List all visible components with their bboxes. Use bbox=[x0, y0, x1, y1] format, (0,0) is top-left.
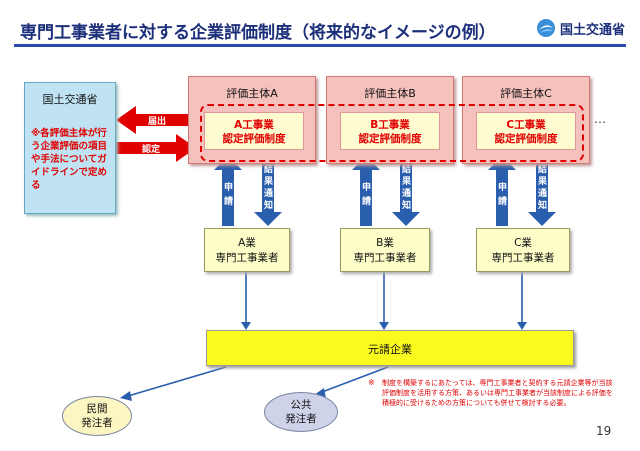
prime-to-private-line bbox=[127, 366, 227, 397]
cert-system-a: A工事業 認定評価制度 bbox=[204, 112, 304, 150]
notify-label: 届出 bbox=[148, 115, 166, 127]
firm-b-text: B業 専門工事業者 bbox=[341, 236, 429, 266]
public-client-line1: 公共 bbox=[290, 399, 312, 411]
result-label-b-4: 知 bbox=[401, 199, 411, 211]
prime-to-private-arrowhead bbox=[120, 391, 132, 401]
apply-arrow-a bbox=[214, 156, 242, 226]
result-label-b-1: 結 bbox=[402, 163, 411, 175]
public-client-text: 公共 発注者 bbox=[265, 398, 337, 426]
result-label-a-2: 果 bbox=[263, 176, 274, 187]
mlit-guideline-note: ※各評価主体が行う企業評価の項目や手法についてガイドラインで定める bbox=[31, 128, 108, 191]
notify-arrow bbox=[116, 106, 196, 134]
firm-c-text: C業 専門工事業者 bbox=[477, 236, 569, 266]
apply-arrow-b bbox=[352, 156, 380, 226]
mlit-logo-icon bbox=[537, 19, 555, 37]
mlit-name: 国土交通省 bbox=[42, 93, 98, 106]
cert-systems-dashed-frame bbox=[200, 104, 584, 162]
cert-system-c-text: C工事業 認定評価制度 bbox=[477, 118, 575, 146]
cert-c-line2: 認定評価制度 bbox=[494, 133, 558, 145]
evaluator-a-title: 評価主体A bbox=[226, 87, 278, 100]
page-number: 19 bbox=[596, 424, 612, 438]
result-label-a-3: 通 bbox=[264, 187, 273, 199]
more-evaluators-ellipsis: … bbox=[594, 112, 608, 126]
apply-label-b-2: 請 bbox=[362, 195, 371, 207]
approve-label: 認定 bbox=[142, 143, 161, 155]
mlit-box: 国土交通省 ※各評価主体が行う企業評価の項目や手法についてガイドラインで定める bbox=[24, 82, 116, 214]
public-client-ellipse: 公共 発注者 bbox=[264, 392, 338, 432]
evaluator-b-title: 評価主体B bbox=[364, 87, 416, 100]
firm-b-line2: 専門工事業者 bbox=[353, 252, 417, 264]
apply-label-c-2: 請 bbox=[498, 195, 507, 207]
private-client-line1: 民間 bbox=[86, 403, 108, 415]
firm-a-arrowhead bbox=[241, 322, 251, 330]
apply-label-c-1: 申 bbox=[498, 181, 507, 193]
prime-to-public-line bbox=[321, 366, 389, 393]
firm-b-line1: B業 bbox=[376, 237, 394, 249]
apply-label-b-1: 申 bbox=[362, 181, 371, 193]
firm-a-line1: A業 bbox=[238, 237, 256, 249]
result-label-a-4: 知 bbox=[263, 199, 273, 211]
firm-a-text: A業 専門工事業者 bbox=[205, 236, 289, 266]
page-title: 専門工事業者に対する企業評価制度（将来的なイメージの例） bbox=[20, 23, 496, 43]
firm-c-arrowhead bbox=[517, 322, 527, 330]
cert-b-line2: 認定評価制度 bbox=[358, 133, 422, 145]
result-label-c-3: 通 bbox=[538, 187, 547, 199]
mlit-logo: 国土交通省 bbox=[536, 16, 636, 40]
cert-system-b: B工事業 認定評価制度 bbox=[340, 112, 440, 150]
result-label-c-2: 果 bbox=[537, 176, 548, 187]
prime-contractor-box: 元請企業 bbox=[206, 330, 574, 366]
cert-system-b-text: B工事業 認定評価制度 bbox=[341, 118, 439, 146]
evaluator-c-title: 評価主体C bbox=[500, 87, 552, 100]
cert-c-line1: C工事業 bbox=[506, 119, 546, 131]
result-arrow-b bbox=[392, 160, 420, 226]
footnote-mark: ※ bbox=[368, 378, 375, 387]
result-label-a-1: 結 bbox=[264, 163, 273, 175]
firm-b-arrowhead bbox=[379, 322, 389, 330]
apply-arrow-c bbox=[488, 156, 516, 226]
firm-a-line2: 専門工事業者 bbox=[215, 252, 279, 264]
title-underline bbox=[14, 44, 626, 47]
firm-b-box: B業 専門工事業者 bbox=[340, 228, 430, 272]
apply-label-a-2: 請 bbox=[224, 195, 233, 207]
footnote-text: 制度を構築するにあたっては、専門工事業者と契約する元請企業等が当該評価制度を活用… bbox=[382, 379, 613, 407]
private-client-text: 民間 発注者 bbox=[63, 402, 131, 430]
prime-contractor-label: 元請企業 bbox=[368, 343, 412, 356]
public-client-line2: 発注者 bbox=[285, 413, 317, 425]
firm-c-line1: C業 bbox=[514, 237, 532, 249]
result-label-b-3: 通 bbox=[402, 187, 411, 199]
result-label-c-1: 結 bbox=[538, 163, 547, 175]
result-arrow-c bbox=[528, 160, 556, 226]
private-client-ellipse: 民間 発注者 bbox=[62, 396, 132, 436]
apply-label-a-1: 申 bbox=[224, 181, 233, 193]
private-client-line2: 発注者 bbox=[81, 417, 113, 429]
approve-arrow bbox=[116, 134, 196, 162]
result-label-c-4: 知 bbox=[537, 199, 547, 211]
firm-c-box: C業 専門工事業者 bbox=[476, 228, 570, 272]
result-arrow-a bbox=[254, 160, 282, 226]
firm-c-line2: 専門工事業者 bbox=[491, 252, 555, 264]
logo-text: 国土交通省 bbox=[560, 22, 626, 38]
cert-a-line2: 認定評価制度 bbox=[222, 133, 286, 145]
result-label-b-2: 果 bbox=[401, 176, 412, 187]
cert-b-line1: B工事業 bbox=[370, 119, 410, 131]
firm-a-box: A業 専門工事業者 bbox=[204, 228, 290, 272]
cert-system-c: C工事業 認定評価制度 bbox=[476, 112, 576, 150]
cert-a-line1: A工事業 bbox=[234, 119, 274, 131]
cert-system-a-text: A工事業 認定評価制度 bbox=[205, 118, 303, 146]
